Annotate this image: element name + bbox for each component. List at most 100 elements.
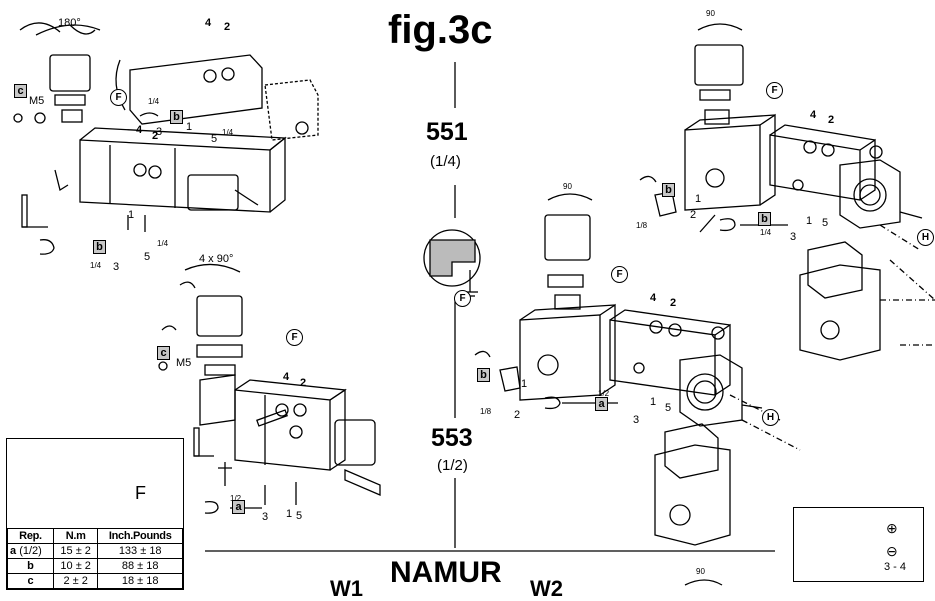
row-rep: b [7,558,54,574]
row-nm: 10 ± 2 [52,558,99,574]
port-1-label: 1 [128,209,135,221]
callout-f: F [286,329,303,346]
valve-553-left [158,281,381,514]
port-3-label: 3 [113,261,120,273]
size-half-label: 1/2 [598,389,610,398]
port-1-label: 1 [650,396,657,408]
torque-table-box: F Rep. N.m Inch.Pounds a (1/2) 15 ± 2 13… [6,438,184,590]
torque-ref-a: a [595,397,608,411]
port-2-label: 2 [514,409,521,421]
port-1-label: 1 [186,121,193,133]
port-4-label: 4 [650,292,657,304]
port-5-label: 5 [665,402,672,414]
port-2-label: 2 [828,114,835,126]
force-label: F [135,483,146,503]
port-4-label: 4 [810,109,817,121]
port-5-label: 5 [144,251,151,263]
model-551-number: 551 [426,118,468,146]
port-4-label: 4 [205,17,212,29]
model-553-number: 553 [431,424,473,452]
header-rep: Rep. [7,528,54,544]
size-m5-label: M5 [29,95,45,107]
port-1-label: 1 [286,508,293,520]
size-quarter-label: 1/4 [222,128,234,137]
port-4-label: 4 [136,124,143,136]
size-eighth-label: 1/8 [636,221,648,230]
rotation-90-label-top: 90 [706,9,715,18]
table-row: c 2 ± 2 18 ± 18 [7,573,183,589]
size-quarter-label: 1/4 [148,97,160,106]
figure-title: fig.3c [388,8,493,52]
size-half-label: 1/2 [230,494,242,503]
port-3-label: 3 [790,231,797,243]
torque-ref-b: b [662,183,675,197]
valve-551-right [639,44,935,361]
torque-ref-b: b [758,212,771,226]
row-nm: 15 ± 2 [52,543,99,559]
callout-h: H [917,229,934,246]
size-m5-label: M5 [176,357,192,369]
port-1-label: 1 [695,193,702,205]
row-inch-pounds: 18 ± 18 [97,573,183,589]
model-551-size: (1/4) [430,153,461,170]
phillips-screwdriver-icon: ⊕ [886,520,898,536]
table-row: a (1/2) 15 ± 2 133 ± 18 [7,543,183,559]
rotate-arrow-180 [35,24,101,36]
port-1-label: 1 [806,215,813,227]
row-inch-pounds: 88 ± 18 [97,558,183,574]
port-2-label: 2 [300,377,307,389]
row-inch-pounds: 133 ± 18 [97,543,183,559]
header-nm: N.m [52,528,99,544]
rotation-90-label-bottom: 90 [696,567,705,576]
port-5-label: 5 [296,510,303,522]
rotation-180-label: 180° [58,17,81,29]
port-3-label: 3 [156,126,163,138]
port-5-label: 5 [211,133,218,145]
table-row: b 10 ± 2 88 ± 18 [7,558,183,574]
torque-ref-a: a [232,500,245,514]
table-header-row: Rep. N.m Inch.Pounds [7,528,183,544]
rotate-arrow-90-top [697,23,743,31]
port-2-label: 2 [670,297,677,309]
rotate-arrow-4x90 [184,263,241,273]
port-3-label: 3 [633,414,640,426]
port-3-label: 3 [262,511,269,523]
size-quarter-label: 1/4 [760,228,772,237]
rotation-90-label-mid: 90 [563,182,572,191]
hex-key-size: 3 - 4 [884,561,907,573]
size-eighth-label: 1/8 [480,407,492,416]
namur-w1-label: W1 [330,576,363,601]
callout-f: F [454,290,471,307]
callout-f: F [110,89,127,106]
row-rep: a (1/2) [7,543,54,559]
tools-box: ⊕ ⊖ 3 - 4 [793,507,924,582]
rotate-arrow-90-mid [547,193,593,201]
rotation-4x90-label: 4 x 90° [199,253,234,265]
size-quarter-label: 1/4 [157,239,169,248]
rotate-arrow-90-bottom [684,579,723,586]
size-quarter-label: 1/4 [90,261,102,270]
valve-553-right [474,214,801,546]
port-5-label: 5 [822,217,829,229]
namur-w2-label: W2 [530,576,563,601]
detail-magnifier [423,229,481,297]
header-inch-pounds: Inch.Pounds [97,528,183,544]
flat-screwdriver-icon: ⊖ [886,543,898,559]
callout-f: F [766,82,783,99]
torque-ref-b: b [170,110,183,124]
model-553-size: (1/2) [437,457,468,474]
port-2-label: 2 [152,130,159,142]
torque-ref-c: c [157,346,170,360]
row-rep: c [7,573,54,589]
port-2-label: 2 [224,21,231,33]
callout-f: F [611,266,628,283]
torque-ref-c: c [14,84,27,98]
torque-ref-b: b [93,240,106,254]
port-1-label: 1 [521,378,528,390]
port-2-label: 2 [690,209,697,221]
torque-table: Rep. N.m Inch.Pounds a (1/2) 15 ± 2 133 … [7,528,183,589]
namur-title: NAMUR [390,556,502,589]
port-4-label: 4 [283,371,290,383]
valve-551-left [13,22,319,255]
callout-h: H [762,409,779,426]
